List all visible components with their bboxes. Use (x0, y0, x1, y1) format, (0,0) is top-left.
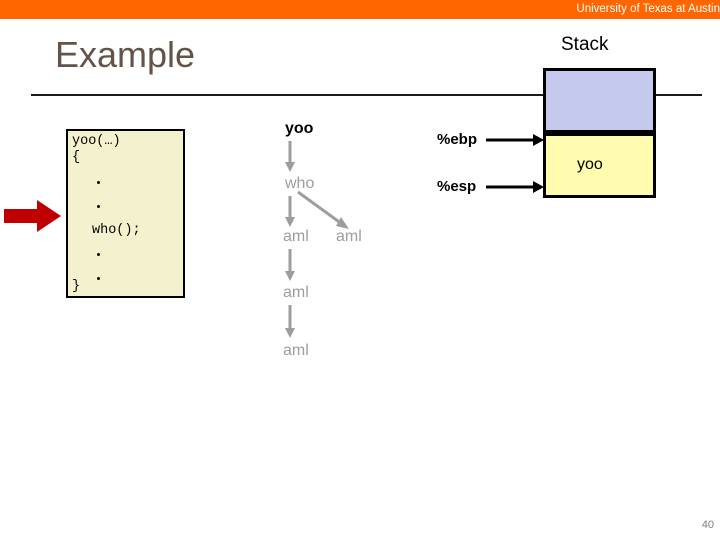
red-right-arrow-icon (4, 200, 61, 232)
register-arrow-ebp (486, 134, 544, 146)
call-tree-node-aml-3: aml (283, 342, 309, 359)
code-line-close-brace: } (72, 279, 81, 294)
stack-frame-yoo-label: yoo (577, 156, 603, 173)
call-tree-arrow-yoo-who (285, 141, 295, 172)
code-snippet-panel: yoo(…) { who(); } (66, 129, 185, 298)
code-line-call-who: who(); (92, 223, 141, 238)
call-tree-node-yoo: yoo (285, 120, 314, 137)
stack-heading: Stack (561, 34, 609, 55)
code-bullet-2 (97, 205, 100, 208)
code-line-signature: yoo(…) (72, 134, 121, 149)
title-divider (31, 94, 702, 96)
call-tree-node-who: who (285, 175, 315, 192)
university-banner: University of Texas at Austin (0, 0, 720, 19)
register-arrow-esp (486, 181, 544, 193)
register-label-esp: %esp (437, 178, 477, 195)
call-tree-arrow-who-aml-branch (297, 190, 349, 229)
stack-frame-caller (543, 68, 656, 133)
call-tree-arrow-aml1-aml2 (285, 249, 295, 281)
call-tree-node-aml-1: aml (283, 228, 309, 245)
page-title: Example (55, 34, 196, 75)
call-tree-arrow-who-aml1 (285, 196, 295, 227)
code-line-open-brace: { (72, 150, 81, 165)
code-bullet-1 (97, 181, 100, 184)
code-bullet-3 (97, 253, 100, 256)
university-name: University of Texas at Austin (576, 3, 720, 15)
register-label-ebp: %ebp (437, 131, 478, 148)
code-bullet-4 (97, 277, 100, 280)
stack-frame-yoo (543, 133, 656, 198)
call-tree-node-aml-branch: aml (336, 228, 362, 245)
call-tree-node-aml-2: aml (283, 284, 309, 301)
call-tree-arrow-aml2-aml3 (285, 305, 295, 338)
slide-page-number: 40 (701, 519, 714, 531)
